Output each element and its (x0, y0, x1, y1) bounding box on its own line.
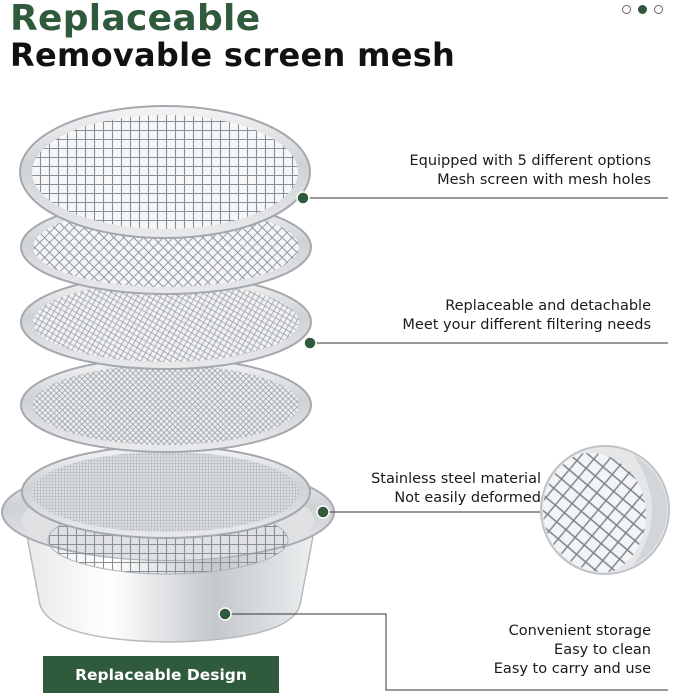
feature-replaceable: Replaceable and detachable Meet your dif… (402, 297, 651, 335)
feature-line: Mesh screen with mesh holes (437, 172, 651, 188)
feature-line: Stainless steel material (371, 471, 541, 487)
feature-options: Equipped with 5 different options Mesh s… (409, 152, 651, 190)
subheadline: Removable screen mesh (10, 36, 456, 74)
carousel-dot[interactable] (654, 5, 663, 14)
mesh-screen-image (20, 274, 312, 370)
carousel-dot-active[interactable] (638, 5, 647, 14)
mesh-screen-image (21, 445, 311, 539)
callout-1 (296, 191, 668, 205)
replaceable-design-badge: Replaceable Design (43, 656, 279, 693)
callout-4 (218, 607, 668, 691)
callout-2 (303, 336, 668, 350)
feature-line: Meet your different filtering needs (402, 317, 651, 333)
callout-3 (316, 505, 540, 519)
carousel-dots (622, 5, 663, 14)
feature-material: Stainless steel material Not easily defo… (371, 470, 541, 508)
headline: Replaceable (10, 0, 261, 39)
feature-line: Easy to carry and use (493, 661, 651, 677)
feature-storage: Convenient storage Easy to clean Easy to… (494, 622, 651, 679)
feature-line: Not easily deformed (394, 490, 541, 506)
carousel-dot[interactable] (622, 5, 631, 14)
mesh-closeup-image (540, 445, 670, 575)
feature-line: Convenient storage (508, 623, 651, 639)
feature-line: Easy to clean (554, 642, 651, 658)
mesh-screen-image (19, 105, 311, 239)
feature-line: Replaceable and detachable (445, 298, 651, 314)
feature-line: Equipped with 5 different options (409, 153, 651, 169)
mesh-screen-image (20, 357, 312, 453)
